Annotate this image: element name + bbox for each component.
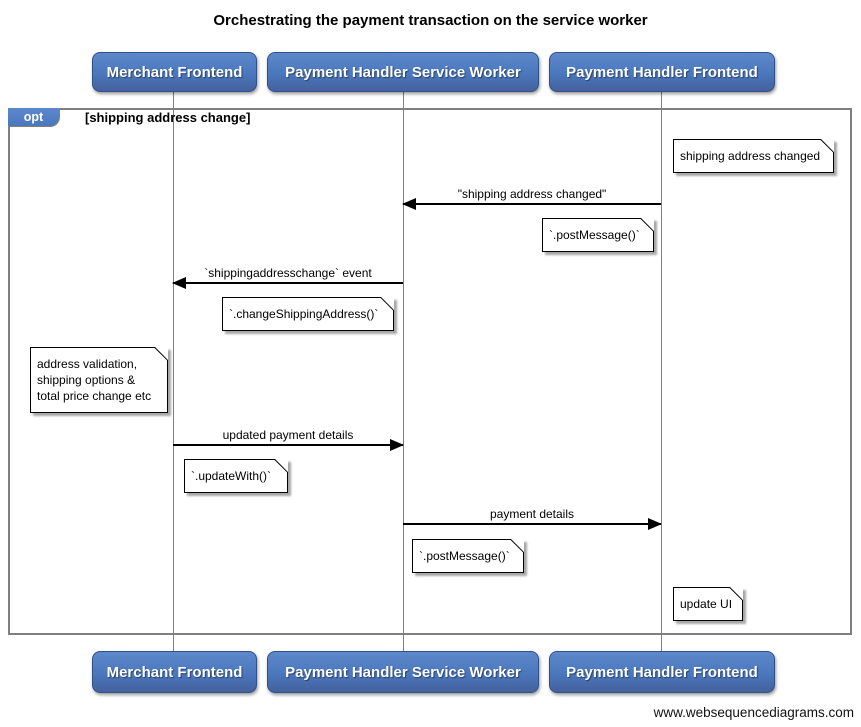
actor-payment-handler-frontend-bottom: Payment Handler Frontend <box>549 651 775 693</box>
lifeline-merchant-frontend <box>173 92 174 651</box>
message-arrow-payment-details <box>403 518 662 530</box>
folded-corner-icon <box>641 218 654 231</box>
note-text: `.postMessage()` <box>549 227 640 242</box>
actor-merchant-frontend-bottom: Merchant Frontend <box>92 651 257 693</box>
arrowhead-right-icon <box>648 518 662 530</box>
folded-corner-icon <box>821 139 834 152</box>
folded-corner-icon <box>730 587 743 600</box>
note-update-ui: update UI <box>673 587 743 621</box>
note-updatewith: `.updateWith()` <box>184 459 288 493</box>
diagram-title: Orchestrating the payment transaction on… <box>213 12 648 29</box>
note-text: shipping address changed <box>680 148 821 163</box>
note-postmessage-upper: `.postMessage()` <box>542 218 654 252</box>
message-label-shippingaddresschange-event: `shippingaddresschange` event <box>204 266 372 280</box>
message-label-shipping-address-changed: "shipping address changed" <box>457 187 607 201</box>
note-text: `.updateWith()` <box>191 468 272 483</box>
lifeline-payment-handler-service-worker <box>403 92 404 651</box>
actor-payment-handler-service-worker-top: Payment Handler Service Worker <box>267 52 539 92</box>
watermark: www.websequencediagrams.com <box>653 705 854 720</box>
note-changeshippingaddress: `.changeShippingAddress()` <box>222 297 394 331</box>
note-postmessage-lower: `.postMessage()` <box>412 539 524 573</box>
note-text: `.changeShippingAddress()` <box>229 306 379 321</box>
message-arrow-shipping-address-changed <box>402 198 661 210</box>
folded-corner-icon <box>155 347 168 360</box>
message-label-updated-payment-details: updated payment details <box>222 428 354 442</box>
note-address-validation: address validation, shipping options & t… <box>30 347 168 413</box>
opt-fragment-frame <box>8 108 852 635</box>
note-text: `.postMessage()` <box>419 548 510 563</box>
note-text: address validation, shipping options & t… <box>37 356 152 404</box>
note-shipping-address-changed: shipping address changed <box>673 139 834 173</box>
arrowhead-right-icon <box>390 439 404 451</box>
opt-operator-tab: opt <box>8 108 60 127</box>
message-arrow-updated-payment-details <box>173 439 404 451</box>
message-label-payment-details: payment details <box>489 507 575 521</box>
message-arrow-shippingaddresschange-event <box>172 277 403 289</box>
opt-guard-label: [shipping address change] <box>85 110 251 125</box>
folded-corner-icon <box>275 459 288 472</box>
actor-payment-handler-service-worker-bottom: Payment Handler Service Worker <box>267 651 539 693</box>
folded-corner-icon <box>381 297 394 310</box>
folded-corner-icon <box>511 539 524 552</box>
actor-merchant-frontend-top: Merchant Frontend <box>92 52 257 92</box>
lifeline-payment-handler-frontend <box>661 92 662 651</box>
note-text: update UI <box>680 596 733 611</box>
actor-payment-handler-frontend-top: Payment Handler Frontend <box>549 52 775 92</box>
arrowhead-left-icon <box>402 198 416 210</box>
arrowhead-left-icon <box>172 277 186 289</box>
